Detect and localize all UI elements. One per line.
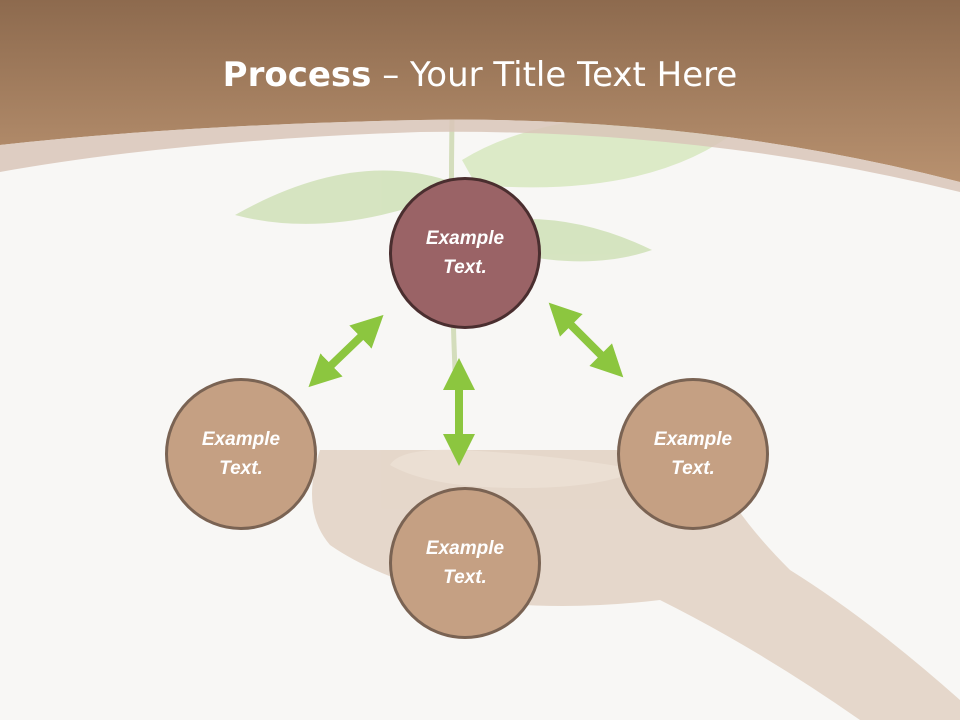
slide-title: Process – Your Title Text Here xyxy=(0,52,960,98)
node-bottom-label: Example Text. xyxy=(425,538,505,588)
process-node-left: Example Text. xyxy=(165,378,317,530)
title-rest: Your Title Text Here xyxy=(410,55,738,95)
process-node-top: Example Text. xyxy=(389,177,541,329)
arrow-top-right xyxy=(548,302,624,378)
title-bold: Process xyxy=(222,55,372,95)
node-right-label: Example Text. xyxy=(653,429,733,479)
title-separator: – xyxy=(371,55,411,95)
node-left-label: Example Text. xyxy=(201,429,281,479)
process-node-bottom: Example Text. xyxy=(389,487,541,639)
arrow-top-left xyxy=(308,314,384,388)
node-top-label: Example Text. xyxy=(425,228,505,278)
header-swoosh xyxy=(0,119,960,192)
process-node-right: Example Text. xyxy=(617,378,769,530)
header-band xyxy=(0,0,960,182)
